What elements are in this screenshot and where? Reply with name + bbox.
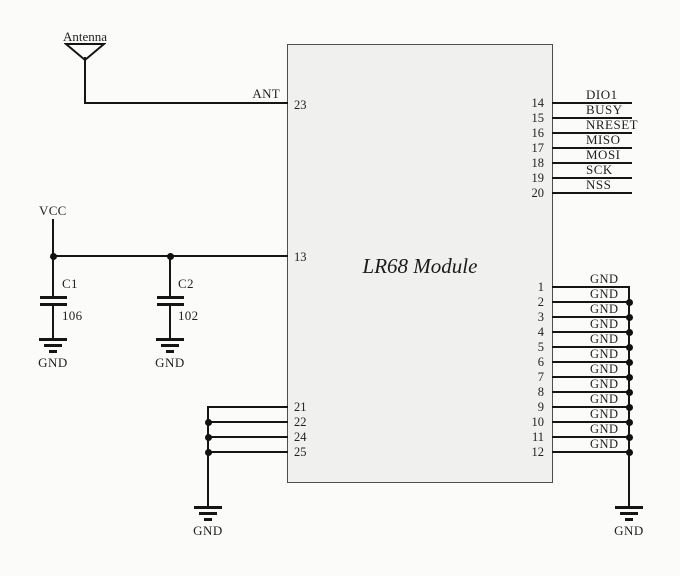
gnd-label: GND xyxy=(38,354,68,370)
ant-pin-number: 23 xyxy=(294,98,307,112)
capacitor-symbol xyxy=(40,296,67,306)
wire xyxy=(552,132,632,134)
wire xyxy=(552,177,632,179)
wire xyxy=(552,192,632,194)
pin-number: 5 xyxy=(537,340,544,354)
pin-number: 16 xyxy=(531,126,545,140)
wire xyxy=(208,421,288,423)
pin-signal-label: NSS xyxy=(586,177,612,192)
pin-signal-label: BUSY xyxy=(586,102,623,117)
pin-number: 17 xyxy=(531,141,545,155)
pin-number: 18 xyxy=(531,156,545,170)
cap2-ref: C2 xyxy=(178,276,194,291)
pin-number: 6 xyxy=(537,355,544,369)
ground-bus-left xyxy=(207,406,209,507)
ground-bus-right xyxy=(628,286,630,507)
wire xyxy=(552,147,632,149)
pin-gnd-label: GND xyxy=(590,362,619,376)
ant-pin-label: ANT xyxy=(252,86,280,101)
capacitor-symbol xyxy=(157,296,184,306)
junction-dot xyxy=(167,253,174,260)
pin-signal-label: DIO1 xyxy=(586,87,618,102)
pin-number: 8 xyxy=(537,385,544,399)
pin-signal-label: MISO xyxy=(586,132,621,147)
wire xyxy=(552,162,632,164)
pin-number: 12 xyxy=(531,445,545,459)
pin-number: 21 xyxy=(294,400,307,414)
pin-number: 9 xyxy=(537,400,544,414)
ground-symbol: GND xyxy=(23,338,83,371)
wire xyxy=(552,286,630,288)
pin-gnd-label: GND xyxy=(590,437,619,451)
gnd-label: GND xyxy=(155,354,185,370)
wire xyxy=(169,257,171,297)
wire xyxy=(552,436,630,438)
gnd-label: GND xyxy=(193,522,223,538)
pin-number: 4 xyxy=(537,325,544,339)
pin-gnd-label: GND xyxy=(590,422,619,436)
pin-gnd-label: GND xyxy=(590,332,619,346)
wire xyxy=(169,305,171,338)
cap2-value: 102 xyxy=(178,308,199,323)
module-body xyxy=(287,44,553,483)
pin-number: 3 xyxy=(537,310,544,324)
cap1-ref: C1 xyxy=(62,276,78,291)
wire xyxy=(552,406,630,408)
pin-number: 15 xyxy=(531,111,545,125)
wire xyxy=(552,301,630,303)
wire xyxy=(208,436,288,438)
cap1-value: 106 xyxy=(62,308,83,323)
vcc-pin-number: 13 xyxy=(294,250,307,264)
wire xyxy=(552,346,630,348)
wire xyxy=(208,451,288,453)
pin-number: 25 xyxy=(294,445,307,459)
pin-number: 7 xyxy=(537,370,544,384)
wire xyxy=(552,376,630,378)
pin-signal-label: MOSI xyxy=(586,147,621,162)
wire xyxy=(552,391,630,393)
wire xyxy=(552,316,630,318)
antenna-icon xyxy=(64,43,106,62)
pin-number: 10 xyxy=(531,415,545,429)
vcc-label: VCC xyxy=(39,203,67,218)
ant-wire xyxy=(84,102,288,104)
wire xyxy=(552,102,632,104)
wire xyxy=(552,117,632,119)
pin-gnd-label: GND xyxy=(590,377,619,391)
antenna-feed-wire xyxy=(84,57,86,104)
ground-symbol: GND xyxy=(178,506,238,539)
pin-gnd-label: GND xyxy=(590,347,619,361)
pin-number: 24 xyxy=(294,430,307,444)
pin-number: 14 xyxy=(531,96,545,110)
pin-gnd-label: GND xyxy=(590,392,619,406)
pin-gnd-label: GND xyxy=(590,272,619,286)
wire xyxy=(552,361,630,363)
pin-signal-label: SCK xyxy=(586,162,613,177)
ground-symbol: GND xyxy=(140,338,200,371)
pin-gnd-label: GND xyxy=(590,287,619,301)
pin-gnd-label: GND xyxy=(590,317,619,331)
pin-number: 22 xyxy=(294,415,307,429)
wire xyxy=(52,305,54,338)
pin-number: 20 xyxy=(531,186,545,200)
pin-number: 2 xyxy=(537,295,544,309)
wire xyxy=(552,451,630,453)
module-title: LR68 Module xyxy=(362,254,478,278)
pin-number: 19 xyxy=(531,171,545,185)
ground-symbol: GND xyxy=(599,506,659,539)
pin-number: 1 xyxy=(537,280,544,294)
wire xyxy=(208,406,288,408)
junction-dot xyxy=(50,253,57,260)
gnd-label: GND xyxy=(614,522,644,538)
wire xyxy=(552,331,630,333)
wire xyxy=(552,421,630,423)
pin-gnd-label: GND xyxy=(590,302,619,316)
pin-gnd-label: GND xyxy=(590,407,619,421)
pin-number: 11 xyxy=(531,430,544,444)
antenna-label: Antenna xyxy=(62,29,108,44)
pin-signal-label: NRESET xyxy=(586,117,639,132)
